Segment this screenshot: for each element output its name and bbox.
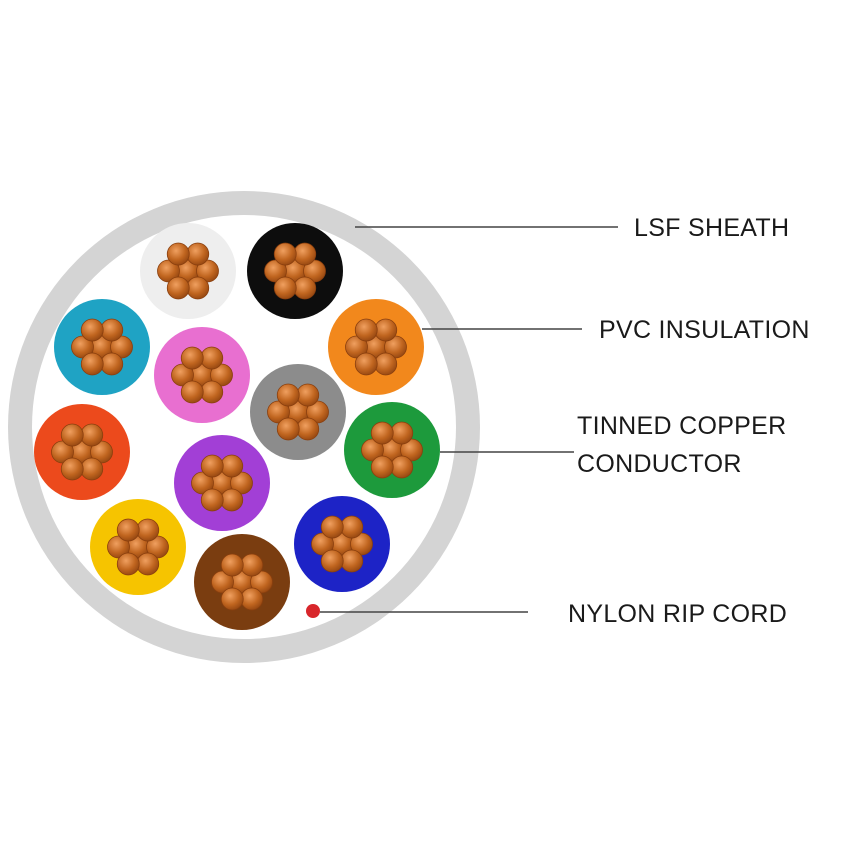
copper-strand — [273, 276, 297, 300]
copper-strand — [136, 518, 160, 542]
copper-strand — [171, 363, 194, 387]
copper-strand — [60, 423, 84, 447]
copper-strand — [345, 335, 368, 359]
copper-strand — [354, 318, 378, 342]
copper-strand — [400, 438, 423, 462]
copper-strand — [71, 335, 94, 359]
copper-strand — [200, 346, 224, 370]
copper-strand — [90, 440, 113, 464]
copper-strand — [196, 259, 219, 283]
copper-strand — [220, 553, 244, 577]
copper-strand — [340, 515, 364, 539]
copper-strand — [303, 259, 326, 283]
core-blue — [294, 496, 390, 592]
copper-strand — [166, 276, 190, 300]
copper-strand — [60, 457, 84, 481]
copper-strand — [293, 276, 317, 300]
copper-strand — [200, 380, 224, 404]
core-brown — [194, 534, 290, 630]
copper-strand — [220, 454, 244, 478]
copper-strand — [180, 346, 204, 370]
copper-strand — [340, 549, 364, 573]
copper-strand — [200, 488, 224, 512]
copper-strand — [80, 352, 104, 376]
copper-strand — [311, 532, 334, 556]
core-green — [344, 402, 440, 498]
core-black — [247, 223, 343, 319]
copper-strand — [240, 587, 264, 611]
copper-strand — [51, 440, 74, 464]
copper-strand — [240, 553, 264, 577]
copper-strand — [320, 549, 344, 573]
copper-strand — [220, 587, 244, 611]
copper-strand — [296, 417, 320, 441]
conductor-label-line1: TINNED COPPER — [577, 412, 786, 440]
core-cyan — [54, 299, 150, 395]
copper-strand — [116, 552, 140, 576]
core-yellow — [90, 499, 186, 595]
core-white — [140, 223, 236, 319]
copper-strand — [166, 242, 190, 266]
copper-strand — [100, 318, 124, 342]
conductor-label-line2: CONDUCTOR — [577, 450, 742, 478]
copper-strand — [107, 535, 130, 559]
copper-strand — [361, 438, 384, 462]
copper-strand — [267, 400, 290, 424]
sheath-label: LSF SHEATH — [634, 214, 789, 242]
copper-strand — [374, 352, 398, 376]
copper-strand — [276, 417, 300, 441]
insulation-label: PVC INSULATION — [599, 316, 810, 344]
copper-strand — [276, 383, 300, 407]
copper-strand — [80, 423, 104, 447]
copper-strand — [370, 421, 394, 445]
copper-strand — [320, 515, 344, 539]
core-violet — [174, 435, 270, 531]
core-grey — [250, 364, 346, 460]
copper-strand — [384, 335, 407, 359]
copper-strand — [390, 421, 414, 445]
copper-strand — [157, 259, 180, 283]
copper-strand — [273, 242, 297, 266]
copper-strand — [354, 352, 378, 376]
copper-strand — [210, 363, 233, 387]
copper-strand — [146, 535, 169, 559]
copper-strand — [250, 570, 273, 594]
copper-strand — [80, 457, 104, 481]
insulated-cores — [34, 223, 440, 630]
copper-strand — [390, 455, 414, 479]
copper-strand — [296, 383, 320, 407]
core-pink — [154, 327, 250, 423]
copper-strand — [180, 380, 204, 404]
copper-strand — [136, 552, 160, 576]
core-orange — [328, 299, 424, 395]
copper-strand — [191, 471, 214, 495]
copper-strand — [370, 455, 394, 479]
copper-strand — [100, 352, 124, 376]
copper-strand — [186, 242, 210, 266]
copper-strand — [264, 259, 287, 283]
copper-strand — [200, 454, 224, 478]
copper-strand — [220, 488, 244, 512]
copper-strand — [116, 518, 140, 542]
copper-strand — [186, 276, 210, 300]
copper-strand — [374, 318, 398, 342]
copper-strand — [230, 471, 253, 495]
copper-strand — [293, 242, 317, 266]
copper-strand — [80, 318, 104, 342]
copper-strand — [306, 400, 329, 424]
core-red — [34, 404, 130, 500]
nylon-rip-cord — [306, 604, 320, 618]
copper-strand — [350, 532, 373, 556]
copper-strand — [110, 335, 133, 359]
copper-strand — [211, 570, 234, 594]
rip-cord-label: NYLON RIP CORD — [568, 600, 787, 628]
